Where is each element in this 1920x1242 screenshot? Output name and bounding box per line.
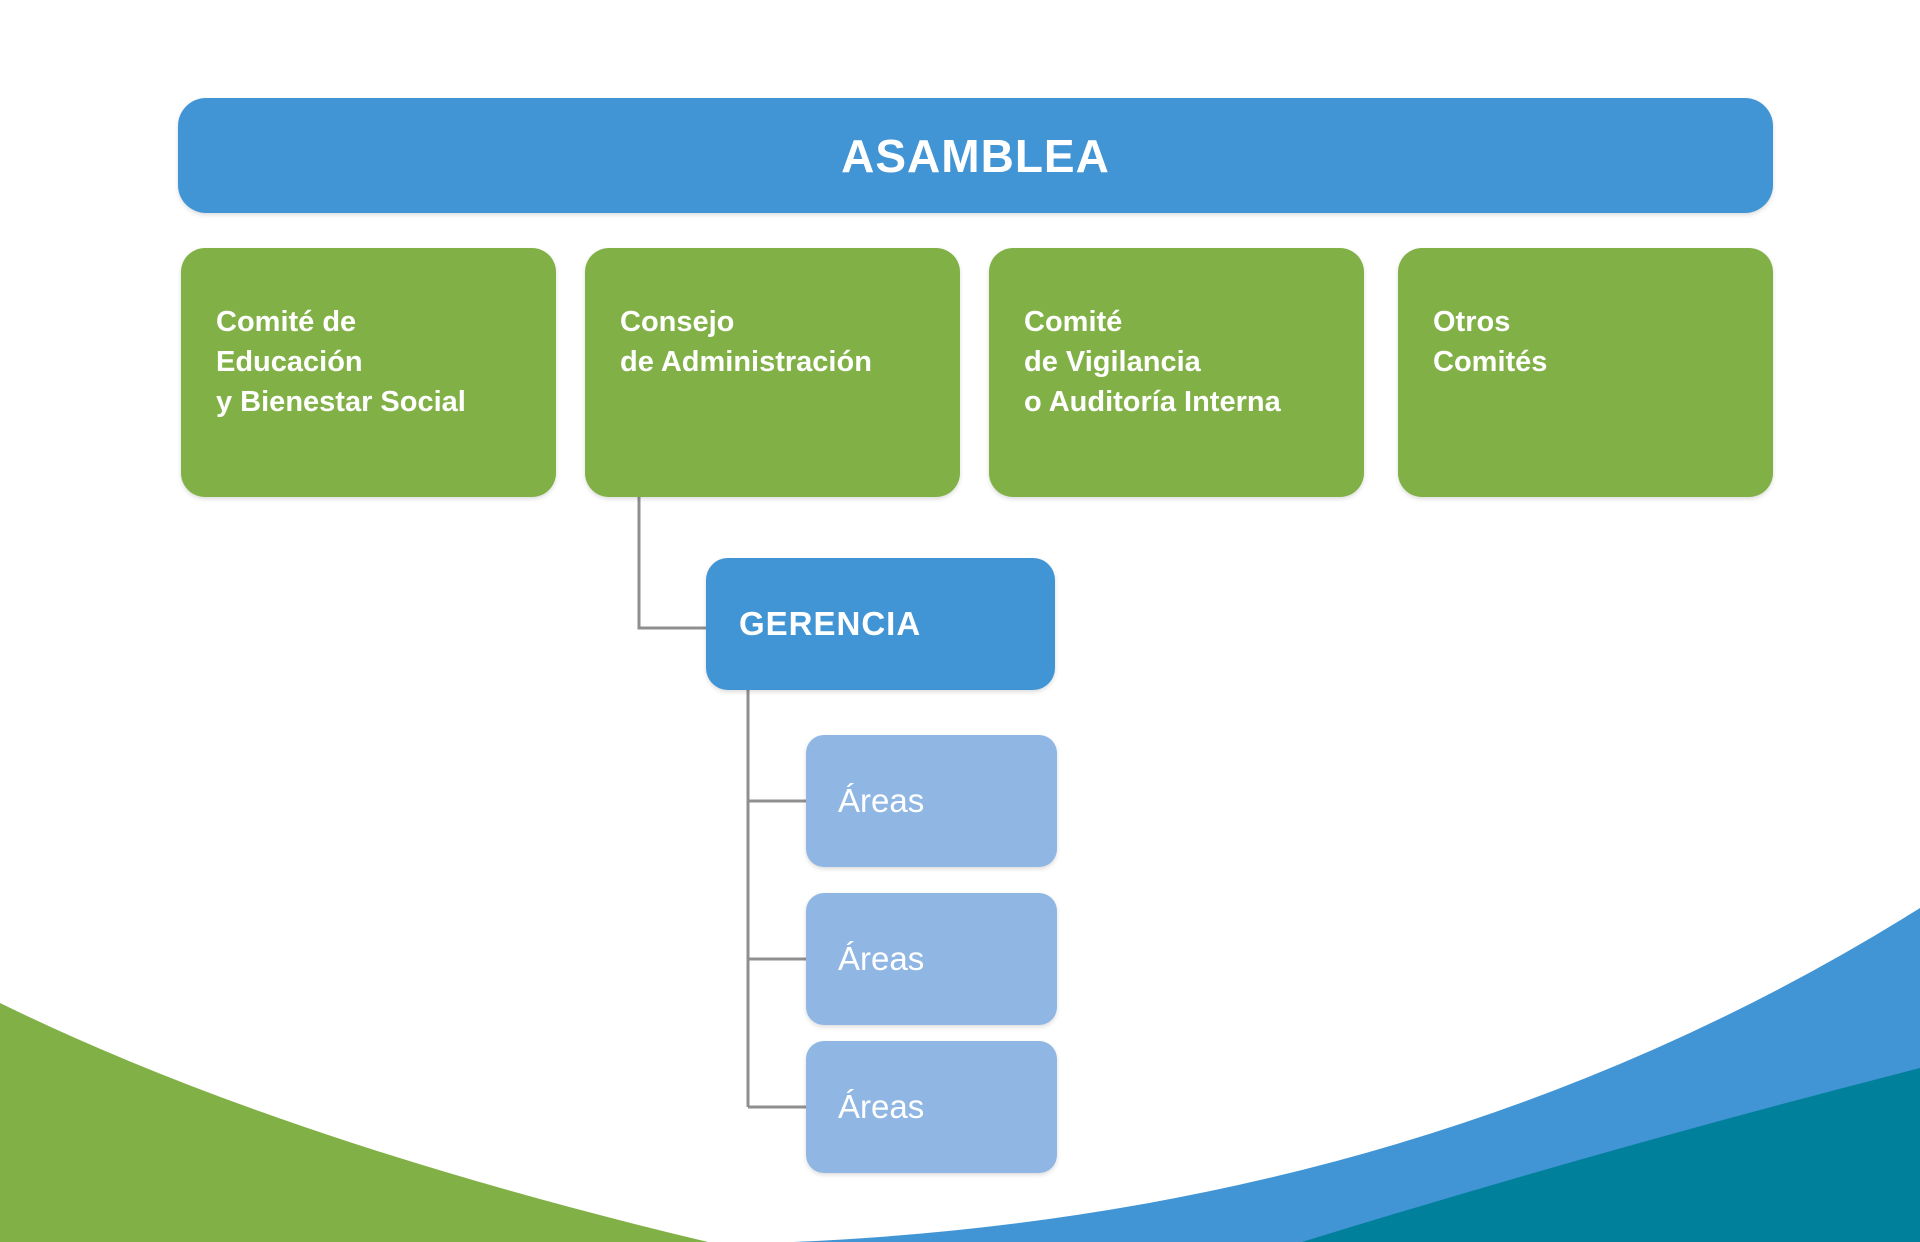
node-gerencia-label: GERENCIA [739, 605, 922, 642]
node-asamblea: ASAMBLEA [178, 98, 1773, 213]
node-area-label: Áreas [838, 940, 925, 977]
committee-line: o Auditoría Interna [1024, 386, 1281, 418]
node-area-2: Áreas [806, 893, 1057, 1025]
committee-line: Otros [1433, 306, 1511, 338]
node-area-1: Áreas [806, 735, 1057, 867]
connector-gerencia-areas [746, 690, 806, 1109]
node-asamblea-label: ASAMBLEA [841, 129, 1110, 182]
committee-line: Comité de [216, 306, 357, 338]
committee-line: Comité [1024, 306, 1123, 338]
committee-line: de Administración [620, 346, 872, 378]
wave-teal [1302, 1068, 1920, 1242]
committee-line: de Vigilancia [1024, 346, 1201, 378]
node-otros-comites: Otros Comités [1398, 248, 1773, 497]
node-area-label: Áreas [838, 782, 925, 819]
wave-green [0, 1003, 708, 1242]
node-comite-educacion: Comité de Educación y Bienestar Social [181, 248, 556, 497]
committee-line: Educación [216, 346, 363, 378]
committee-line: Consejo [620, 306, 735, 338]
connector-consejo-gerencia [637, 497, 706, 630]
committee-line: Comités [1433, 346, 1548, 378]
node-consejo-administracion: Consejo de Administración [585, 248, 960, 497]
node-gerencia: GERENCIA [706, 558, 1055, 690]
node-area-label: Áreas [838, 1088, 925, 1125]
node-area-3: Áreas [806, 1041, 1057, 1173]
committee-line: y Bienestar Social [216, 386, 466, 418]
node-comite-vigilancia: Comité de Vigilancia o Auditoría Interna [989, 248, 1364, 497]
